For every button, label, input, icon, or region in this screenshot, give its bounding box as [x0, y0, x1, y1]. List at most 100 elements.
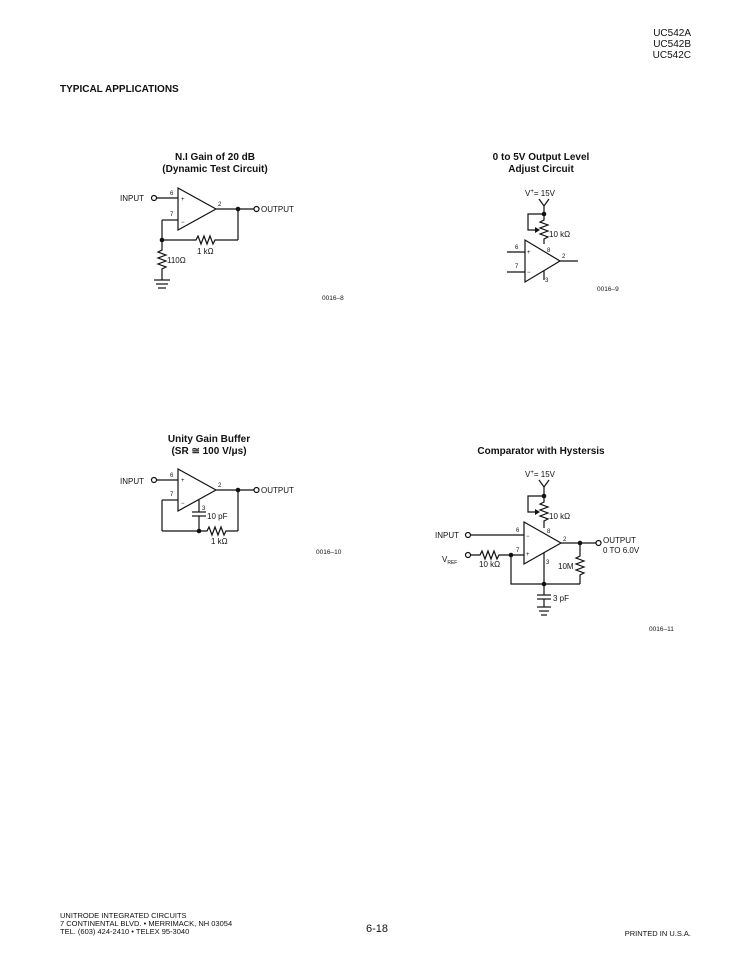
op-amp-symbol — [524, 238, 562, 284]
pin-label: 7 — [170, 212, 174, 218]
pin-label: 8 — [547, 248, 551, 254]
pin-label: 2 — [562, 254, 566, 260]
op-amp-symbol — [177, 186, 218, 232]
output-label: OUTPUT — [261, 205, 294, 214]
pot-value: 10 kΩ — [549, 230, 570, 239]
pin-label: 7 — [170, 492, 174, 498]
supply-symbol: V — [525, 470, 531, 479]
input-label: INPUT — [120, 194, 144, 203]
op-amp-symbol — [177, 467, 218, 513]
plus-sign: + — [181, 197, 185, 203]
input-label: INPUT — [435, 531, 459, 540]
minus-sign: − — [527, 270, 531, 276]
company-line: TEL. (603) 424-2410 • TELEX 95-3040 — [60, 927, 190, 936]
vref-subscript: REF — [447, 560, 457, 566]
output-terminal — [253, 205, 260, 213]
supply-value: = 15V — [534, 470, 556, 479]
pin-label: 3 — [545, 278, 549, 284]
supply-arrow — [538, 479, 550, 489]
page-number: 6-18 — [366, 923, 389, 935]
pot-value: 10 kΩ — [549, 512, 570, 521]
vref-symbol: V — [442, 555, 448, 564]
minus-sign: − — [181, 501, 185, 507]
feedback-wire — [510, 555, 580, 585]
resistor-value: 1 kΩ — [197, 247, 214, 256]
plus-sign: + — [181, 478, 185, 484]
vref-label: VREF — [442, 555, 457, 566]
plus-sign: + — [526, 552, 530, 558]
supply-label: V+= 15V — [525, 470, 556, 479]
figure-number: 0016–9 — [597, 286, 619, 293]
output-terminal — [253, 486, 260, 494]
resistor-value: 10 kΩ — [479, 560, 500, 569]
wiper-arrow — [535, 509, 540, 515]
capacitor-value: 10 pF — [207, 512, 228, 521]
pin-label: 8 — [547, 529, 551, 535]
potentiometer — [538, 214, 550, 244]
pin-label: 7 — [515, 264, 519, 270]
output-terminal — [595, 539, 602, 547]
supply-superscript: + — [530, 189, 534, 195]
part-number: UC542A — [653, 28, 691, 39]
pin-label: 6 — [515, 245, 519, 251]
wiper-arrow — [535, 227, 540, 233]
output-range: 0 TO 6.0V — [603, 546, 640, 555]
circuit-title: Unity Gain Buffer (SR ≅ 100 V/μs) — [109, 434, 309, 458]
pin-label: 7 — [516, 548, 520, 554]
company-info: UNITRODE INTEGRATED CIRCUITS 7 CONTINENT… — [60, 912, 232, 936]
ground-resistor — [156, 240, 168, 280]
figure-number: 0016–10 — [316, 549, 342, 556]
minus-sign: − — [181, 220, 185, 226]
supply-label: V+= 15V — [525, 189, 556, 198]
pin-label: 6 — [170, 191, 174, 197]
supply-superscript: + — [530, 470, 534, 476]
input-resistor — [470, 549, 524, 561]
section-title: TYPICAL APPLICATIONS — [60, 84, 179, 95]
plus-sign: + — [527, 250, 531, 256]
pin-label: 3 — [202, 506, 206, 512]
feedback-resistor — [162, 525, 238, 537]
part-number: UC542C — [652, 50, 691, 61]
wiper-wire — [527, 213, 544, 231]
pin-label: 6 — [170, 473, 174, 479]
company-line: UNITRODE INTEGRATED CIRCUITS — [60, 911, 187, 920]
pin-label: 2 — [218, 202, 222, 208]
vref-terminal — [464, 551, 472, 559]
circuit-title-line: Comparator with Hystersis — [477, 446, 605, 457]
pin-label: 2 — [218, 483, 222, 489]
output-label: OUTPUT — [603, 536, 636, 545]
circuit-title-line: (Dynamic Test Circuit) — [162, 164, 268, 175]
printed-note: PRINTED IN U.S.A. — [624, 929, 691, 938]
capacitor-value: 3 pF — [553, 594, 569, 603]
hysteresis-resistor — [574, 543, 586, 584]
circuit-title-line: Adjust Circuit — [508, 164, 574, 175]
figure-number: 0016–8 — [322, 295, 344, 302]
input-label: INPUT — [120, 477, 144, 486]
circuit-title-line: (SR ≅ 100 V/μs) — [171, 446, 247, 457]
pin-label: 6 — [516, 528, 520, 534]
circuit-title: 0 to 5V Output Level Adjust Circuit — [441, 152, 641, 176]
input-terminal — [464, 531, 472, 539]
company-line: 7 CONTINENTAL BLVD. • MERRIMACK, NH 0305… — [60, 919, 233, 928]
feedback-resistor — [162, 234, 238, 246]
pin-label: 2 — [563, 537, 567, 543]
op-amp-symbol — [523, 520, 563, 566]
circuit-title-line: Unity Gain Buffer — [167, 434, 251, 445]
circuit-title-line: N.I Gain of 20 dB — [174, 152, 255, 163]
wiper-wire — [527, 495, 544, 513]
pin-label: 3 — [546, 560, 550, 566]
circuit-title: Comparator with Hystersis — [441, 446, 641, 458]
supply-symbol: V — [525, 189, 531, 198]
resistor-value: 110Ω — [167, 256, 186, 265]
resistor-value: 1 kΩ — [211, 537, 228, 546]
figure-number: 0016–11 — [649, 626, 674, 633]
circuit-title-line: 0 to 5V Output Level — [492, 152, 590, 163]
minus-sign: − — [526, 534, 530, 540]
potentiometer — [538, 496, 550, 528]
resistor-value: 10M — [558, 562, 574, 571]
supply-value: = 15V — [534, 189, 556, 198]
